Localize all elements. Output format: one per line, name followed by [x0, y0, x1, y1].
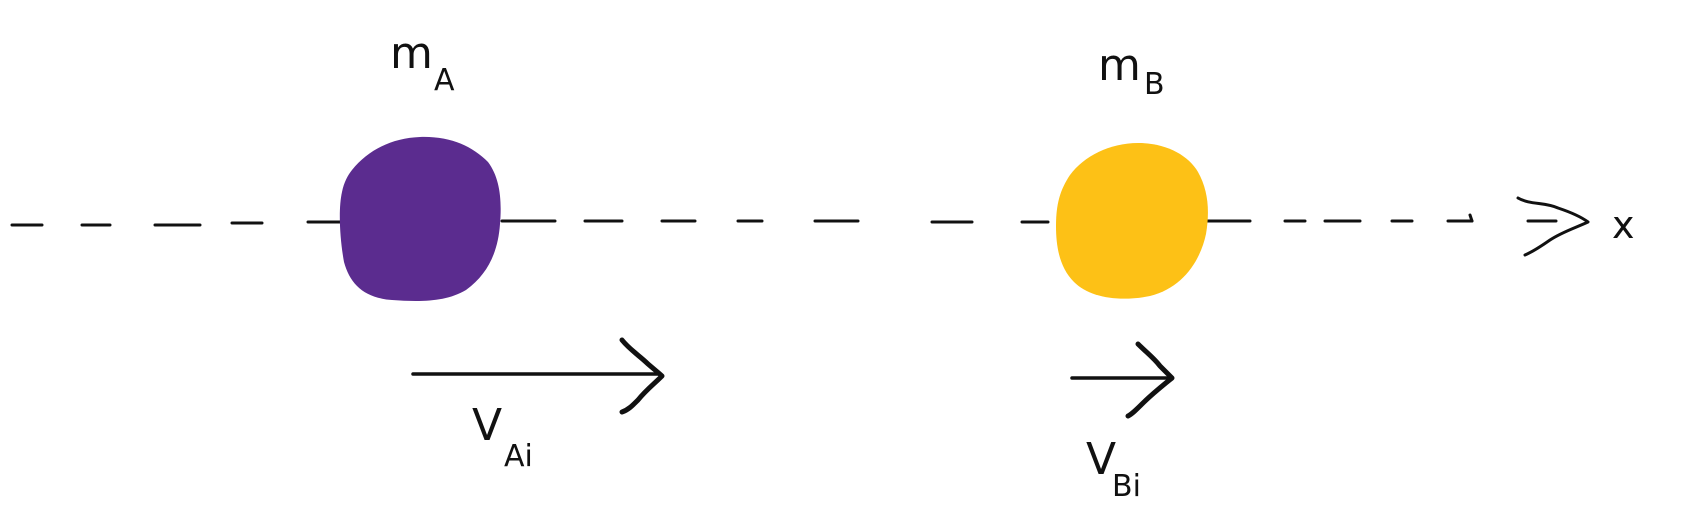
mass-b-label: m B	[1098, 40, 1165, 102]
mass-a-ball	[339, 136, 501, 301]
mass-a-symbol: m	[390, 28, 433, 79]
velocity-b-subscript: Bi	[1112, 469, 1141, 504]
mass-a-label: m A	[390, 28, 455, 98]
mass-a-subscript: A	[434, 63, 455, 98]
arrow-right-icon	[411, 337, 665, 415]
mass-b-subscript: B	[1144, 67, 1165, 102]
open-arrowhead-icon	[1516, 196, 1590, 257]
velocity-a-label: V Ai	[472, 400, 533, 474]
arrow-right-icon	[1070, 341, 1175, 419]
arrowhead-tick	[1468, 213, 1474, 223]
velocity-b-symbol: V	[1086, 434, 1116, 485]
x-axis-dashed-line	[10, 219, 1558, 227]
mass-b-ball	[1056, 143, 1208, 299]
velocity-a-subscript: Ai	[504, 439, 533, 474]
velocity-a-symbol: V	[472, 400, 502, 451]
axis-label: x	[1612, 203, 1635, 247]
velocity-b-label: V Bi	[1086, 434, 1141, 504]
mass-b-symbol: m	[1098, 40, 1141, 91]
